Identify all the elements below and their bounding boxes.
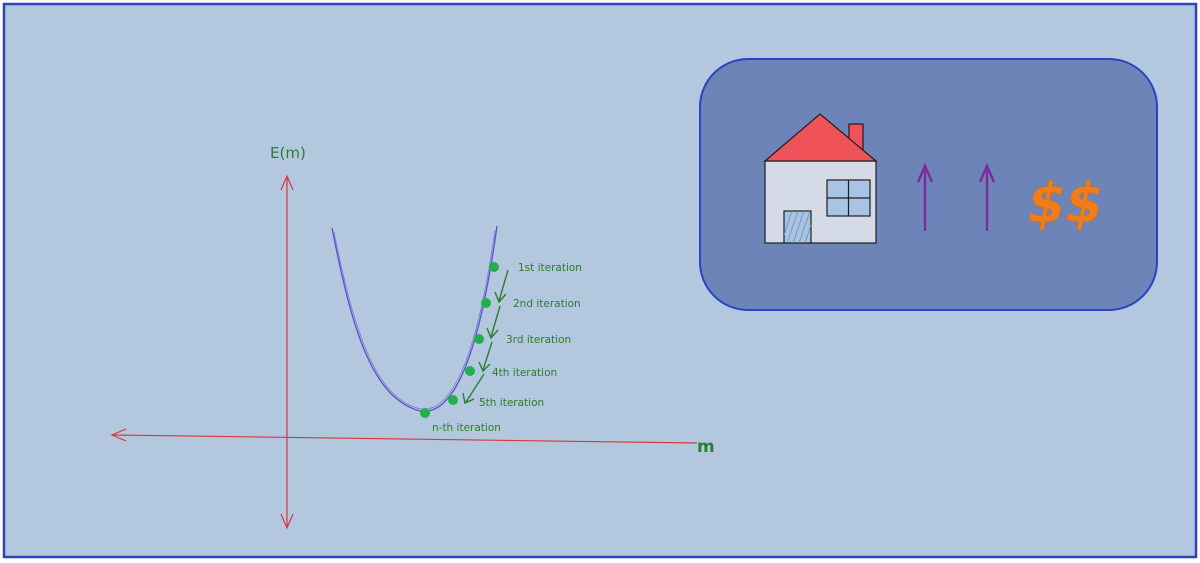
house-icon — [763, 113, 878, 244]
up-arrow-icon — [978, 162, 996, 231]
iteration-label: n-th iteration — [432, 422, 501, 434]
error-curve — [331, 225, 498, 412]
iteration-label: 1st iteration — [518, 262, 582, 274]
iteration-labels: 1st iteration 2nd iteration 3rd iteratio… — [432, 262, 582, 434]
y-axis — [280, 174, 294, 530]
iteration-label: 5th iteration — [479, 397, 544, 409]
error-curve-sketch — [333, 229, 496, 410]
iteration-point — [448, 395, 458, 405]
x-axis — [110, 428, 698, 444]
iteration-point — [420, 408, 430, 418]
iteration-point — [474, 334, 484, 344]
iteration-points — [420, 262, 499, 418]
x-axis-label: m — [697, 437, 715, 457]
error-graph: E(m) m — [110, 144, 715, 530]
step-arrow — [494, 269, 509, 304]
iteration-point — [489, 262, 499, 272]
iteration-point — [481, 298, 491, 308]
step-arrow — [462, 373, 485, 404]
iteration-label: 2nd iteration — [513, 298, 581, 310]
price-dollar-signs: $$ — [1028, 172, 1103, 235]
y-axis-label: E(m) — [270, 144, 306, 162]
iteration-label: 4th iteration — [492, 367, 557, 379]
up-arrow-icon — [916, 162, 934, 231]
iteration-label: 3rd iteration — [506, 334, 571, 346]
house-roof — [763, 113, 878, 162]
house-price-panel: $$ — [699, 58, 1158, 311]
step-arrow — [486, 305, 501, 340]
step-arrow — [478, 341, 493, 373]
descent-arrows — [462, 269, 509, 404]
iteration-point — [465, 366, 475, 376]
